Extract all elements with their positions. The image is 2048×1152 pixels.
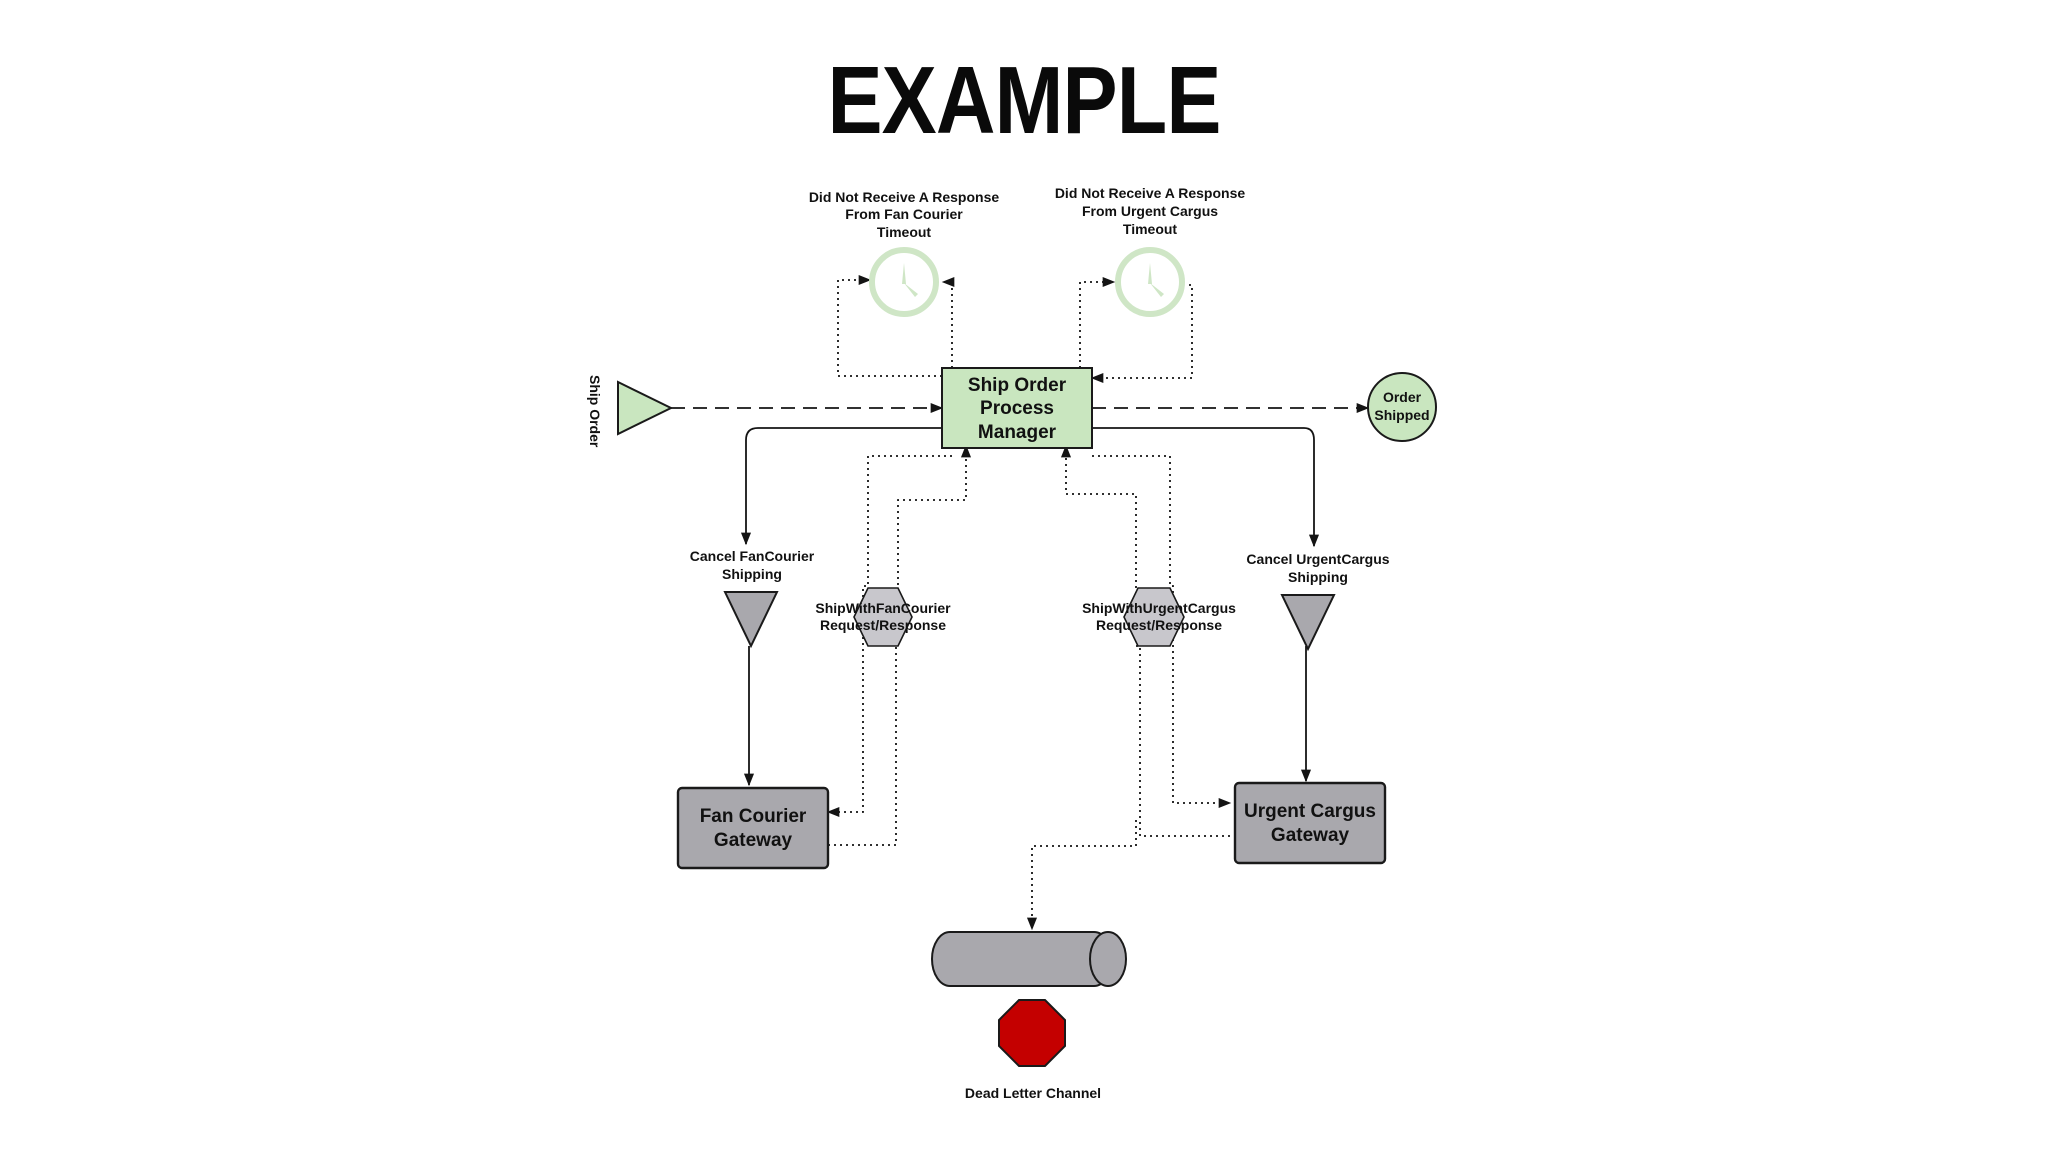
octagon-stop-icon bbox=[998, 999, 1066, 1067]
hexagon-icon bbox=[853, 587, 913, 647]
circle-end-icon bbox=[1367, 372, 1437, 442]
timeout-fan-label-1: Did Not Receive A Response bbox=[809, 189, 1000, 205]
ship-order-label: Ship Order bbox=[587, 375, 603, 448]
timeout-fan-label-3: Timeout bbox=[877, 224, 932, 240]
timeout-fan-label-2: From Fan Courier bbox=[845, 206, 963, 222]
hexagon-icon bbox=[1123, 587, 1185, 647]
fan-gateway-label-2: Gateway bbox=[714, 830, 793, 851]
clock-icon bbox=[869, 247, 939, 317]
clock-icon bbox=[1115, 247, 1185, 317]
process-manager-label-1: Ship Order bbox=[968, 375, 1067, 396]
triangle-down-icon bbox=[723, 591, 779, 649]
cancel-urgent-label-1: Cancel UrgentCargus bbox=[1246, 551, 1389, 567]
flow-urgent-response bbox=[1060, 444, 1230, 837]
dead-letter-label: Dead Letter Channel bbox=[965, 1085, 1101, 1101]
timeout-urgent-label-2: From Urgent Cargus bbox=[1082, 203, 1218, 219]
triangle-down-icon bbox=[1280, 594, 1336, 652]
triangle-right-icon bbox=[617, 380, 674, 436]
timeout-urgent-label-3: Timeout bbox=[1123, 221, 1178, 237]
flow-timeout-fan-return bbox=[941, 276, 955, 368]
process-manager-node: Ship Order Process Manager bbox=[941, 367, 1093, 449]
order-shipped-label-2: Shipped bbox=[1374, 407, 1429, 423]
request-urgent-label-1: ShipWithUrgentCargus bbox=[1082, 600, 1236, 616]
timeout-urgent-label-1: Did Not Receive A Response bbox=[1055, 185, 1246, 201]
flow-fan-request bbox=[826, 455, 952, 818]
dead-letter-node: Dead Letter Channel bbox=[965, 999, 1101, 1101]
fan-gateway-node: Fan Courier Gateway bbox=[676, 786, 830, 870]
flow-cancel-fan bbox=[740, 427, 942, 546]
flow-cancel-urgent bbox=[1092, 427, 1320, 548]
request-fan-label-1: ShipWithFanCourier bbox=[815, 600, 951, 616]
cancel-fan-label-1: Cancel FanCourier bbox=[690, 548, 815, 564]
flow-dead-letter bbox=[1026, 820, 1137, 931]
request-fan-node: ShipWithFanCourier Request/Response bbox=[815, 587, 951, 647]
flow-timeout-urgent-return bbox=[1090, 284, 1193, 384]
order-shipped-node: Order Shipped bbox=[1367, 372, 1437, 442]
flow-timeout-urgent-loop bbox=[1079, 276, 1116, 368]
timeout-fan-node: Did Not Receive A Response From Fan Cour… bbox=[809, 189, 1000, 317]
flow-fan-response bbox=[828, 444, 972, 846]
request-fan-label-2: Request/Response bbox=[820, 617, 946, 633]
process-manager-label-3: Manager bbox=[978, 422, 1057, 443]
urgent-gateway-label-1: Urgent Cargus bbox=[1244, 801, 1376, 822]
page-title: EXAMPLE bbox=[827, 47, 1221, 154]
cancel-urgent-node: Cancel UrgentCargus Shipping bbox=[1246, 551, 1390, 652]
cancel-urgent-label-2: Shipping bbox=[1288, 569, 1348, 585]
urgent-gateway-node: Urgent Cargus Gateway bbox=[1233, 781, 1387, 865]
flow-timeout-fan-loop bbox=[837, 274, 942, 377]
urgent-gateway-label-2: Gateway bbox=[1271, 825, 1350, 846]
fan-gateway-label-1: Fan Courier bbox=[700, 806, 807, 827]
request-urgent-label-2: Request/Response bbox=[1096, 617, 1222, 633]
ship-order-node: Ship Order bbox=[587, 375, 674, 448]
request-urgent-node: ShipWithUrgentCargus Request/Response bbox=[1082, 587, 1236, 647]
timeout-urgent-node: Did Not Receive A Response From Urgent C… bbox=[1055, 185, 1246, 317]
cylinder-icon bbox=[931, 931, 1127, 987]
process-manager-label-2: Process bbox=[980, 398, 1054, 419]
order-shipped-label-1: Order bbox=[1383, 389, 1422, 405]
cancel-fan-node: Cancel FanCourier Shipping bbox=[690, 548, 815, 649]
cancel-fan-label-2: Shipping bbox=[722, 566, 782, 582]
connectors bbox=[671, 274, 1370, 931]
